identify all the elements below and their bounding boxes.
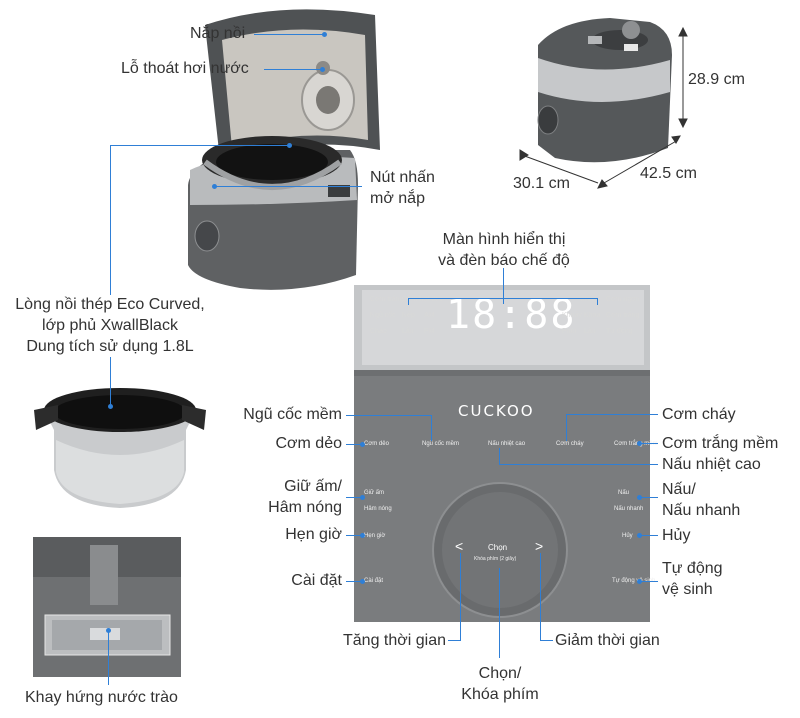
panel-btn-quick[interactable]: Nấu nhanh [614, 506, 644, 512]
display-mode-r2c: Cơm trắng [606, 312, 640, 319]
dimension-arrows [519, 26, 688, 189]
label-open-button-2: mở nắp [370, 190, 425, 207]
panel-btn-crispy[interactable]: Cơm cháy [556, 441, 584, 447]
display-mode-l3b: Lẩu [402, 328, 414, 335]
dial-left-arrow[interactable]: < [455, 538, 464, 554]
inner-pot [34, 388, 206, 508]
dial-select-sublabel: Khóa phím (2 giây) [474, 556, 517, 562]
label-display-1: Màn hình hiển thị [442, 231, 566, 248]
display-mode-r2b: Khóa [584, 312, 601, 319]
label-inner-pot-1: Lòng nồi thép Eco Curved, [15, 296, 205, 313]
open-rice-cooker [188, 9, 380, 290]
display-screen: Cơm trắng Cơm hạt dẻo Ngũ cốc Nếp AM Chá… [362, 290, 644, 365]
display-mode-l2c: AM [424, 312, 435, 319]
callout-crispy-rice: Cơm cháy [662, 406, 736, 423]
callout-settings: Cài đặt [291, 572, 342, 589]
label-drip-tray: Khay hứng nước trào [25, 689, 178, 706]
label-inner-pot-2: lớp phủ XwallBlack [42, 317, 178, 334]
callout-decrease-time: Giảm thời gian [555, 632, 660, 649]
label-inner-pot-3: Dung tích sử dụng 1.8L [26, 338, 194, 355]
label-display-2: và đèn báo chế độ [438, 252, 570, 269]
label-open-button-1: Nút nhấn [370, 169, 435, 186]
callout-auto-clean-1: Tự động [662, 560, 723, 577]
callout-increase-time: Tăng thời gian [343, 632, 446, 649]
panel-btn-reheat[interactable]: Hâm nóng [364, 506, 392, 512]
display-mode-r1b: Cơm ngon [606, 296, 639, 303]
closed-rice-cooker [537, 18, 672, 163]
panel-btn-high-temp[interactable]: Nấu nhiệt cao [488, 441, 526, 447]
display-mode-r1a: Cháo [580, 296, 597, 303]
dial-right-arrow[interactable]: > [535, 538, 544, 554]
callout-cook-2: Nấu nhanh [662, 502, 741, 519]
display-mode-l3a: Cháo [370, 328, 387, 335]
panel-btn-warm[interactable]: Giữ ấm [364, 490, 385, 496]
callout-select-2: Khóa phím [461, 686, 539, 703]
display-mode-l1b: Cơm hạt dẻo [402, 296, 443, 303]
display-mode-r3c: Tự động [606, 328, 633, 335]
display-mode-r2a: Khuấy [562, 312, 582, 319]
drip-tray-photo [33, 537, 181, 677]
brand-logo: CUCKOO [458, 402, 535, 420]
panel-btn-sticky[interactable]: Cơm dẻo [364, 441, 389, 447]
callout-high-temp: Nấu nhiệt cao [662, 456, 761, 473]
panel-btn-clean[interactable]: Tự động vệ sinh [612, 578, 656, 584]
panel-btn-timer[interactable]: Hẹn giờ [364, 533, 386, 539]
display-time: 18:88 [446, 292, 577, 338]
callout-auto-clean-2: vệ sinh [662, 581, 713, 598]
panel-btn-cook[interactable]: Nấu [618, 490, 630, 496]
callout-sticky-rice: Cơm dẻo [275, 435, 342, 452]
dim-depth: 30.1 cm [513, 175, 570, 192]
display-mode-l3c: PM [424, 328, 435, 335]
panel-btn-cancel[interactable]: Hủy [622, 533, 633, 539]
display-mode-r3b: Lẩu [584, 328, 596, 335]
callout-keep-warm-2: Hâm nóng [268, 499, 342, 516]
callout-timer: Hẹn giờ [285, 526, 342, 543]
dim-width: 42.5 cm [640, 165, 697, 182]
panel-btn-soft-grain[interactable]: Ngũ cốc mềm [422, 441, 460, 447]
display-mode-l2b: Nếp [402, 312, 415, 319]
dim-height: 28.9 cm [688, 71, 745, 88]
callout-cancel: Hủy [662, 527, 691, 544]
callout-cook-1: Nấu/ [662, 481, 696, 498]
display-mode-l2a: Ngũ cốc [370, 312, 396, 319]
label-steam-vent: Lỗ thoát hơi nước [121, 60, 249, 77]
dial-select-label[interactable]: Chọn [488, 543, 508, 552]
callout-soft-grain: Ngũ cốc mềm [243, 406, 342, 423]
panel-btn-soft-white[interactable]: Cơm trắng mềm [614, 441, 658, 447]
label-lid: Nắp nồi [190, 25, 246, 42]
callout-soft-white: Cơm trắng mềm [662, 435, 779, 452]
callout-keep-warm-1: Giữ ấm/ [284, 478, 342, 495]
callout-select-1: Chọn/ [478, 665, 522, 682]
panel-btn-settings[interactable]: Cài đặt [364, 578, 384, 584]
display-mode-r3a: Phút [562, 328, 577, 335]
display-mode-l1a: Cơm trắng [370, 296, 404, 303]
